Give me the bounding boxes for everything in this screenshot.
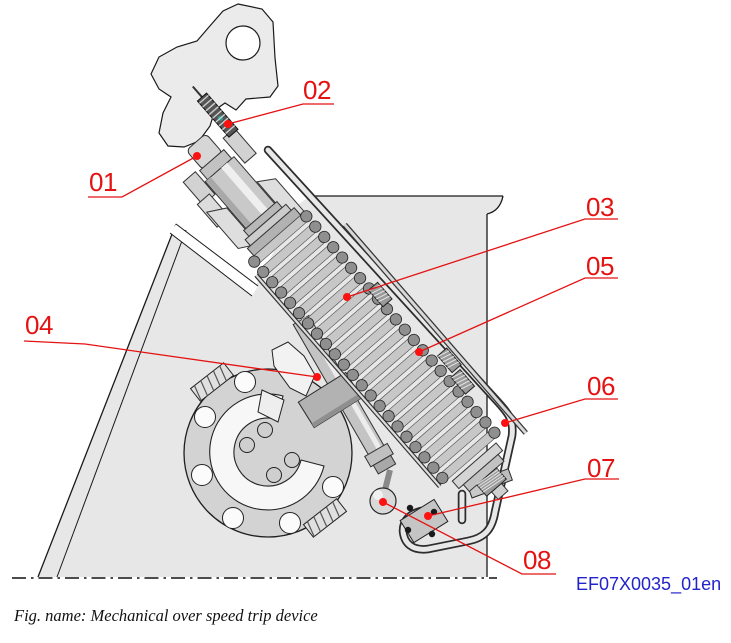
pipe-fitting-block — [399, 498, 449, 544]
leader-line-07 — [427, 478, 619, 517]
plate-left-edge-outer — [37, 223, 177, 578]
plate-top-edge-line2 — [169, 232, 253, 297]
disc-cam-slot — [209, 393, 325, 511]
leader-dot-05 — [415, 348, 423, 356]
coil-bead — [461, 395, 474, 408]
coil-bead — [275, 286, 288, 299]
coil-bead — [400, 430, 413, 443]
disc-bolt-holes — [191, 371, 344, 534]
callout-label-05: 05 — [586, 251, 614, 281]
coil-bead — [391, 420, 404, 433]
coil-bead — [257, 265, 270, 279]
disc-clamp-tab-lower — [302, 498, 348, 538]
coil-spring — [248, 210, 501, 485]
barrel-shade — [206, 177, 253, 230]
leader-line-04 — [23, 340, 318, 378]
coil-bead — [418, 451, 431, 464]
coil-bead — [479, 416, 492, 429]
top-bracket — [150, 3, 279, 148]
leader-dot-01 — [193, 152, 201, 160]
tie-rods — [254, 222, 528, 489]
coil-bead — [248, 255, 261, 268]
coil-bead — [283, 296, 297, 309]
callout-label-03: 03 — [586, 192, 614, 222]
plate-left-edge-inner — [56, 229, 187, 578]
coil-bead — [301, 317, 315, 330]
coil-bead — [319, 337, 333, 351]
cam-disc — [183, 362, 353, 538]
leader-dot-08 — [379, 498, 387, 506]
figure-caption: Fig. name: Mechanical over speed trip de… — [13, 606, 318, 625]
coil-bead — [336, 251, 349, 264]
fitting-bolt — [428, 530, 436, 538]
callout-labels: 01 02 03 04 05 06 07 08 — [25, 75, 615, 575]
lever-plate-lower — [257, 389, 285, 423]
coil-bead — [436, 471, 449, 485]
leader-line-03 — [346, 218, 618, 298]
leader-line-08 — [382, 501, 556, 575]
fitting-bolt — [404, 526, 412, 534]
bracket-body — [150, 3, 279, 148]
coil-bead — [346, 368, 359, 382]
coil-bead — [434, 364, 447, 377]
coil-bead — [389, 313, 402, 326]
coil-bead — [407, 333, 420, 347]
coil-bead — [318, 230, 331, 244]
bracket-hole — [225, 25, 261, 61]
coil-bead — [382, 410, 395, 423]
leader-line-06 — [504, 398, 618, 424]
coil-bead — [300, 210, 313, 223]
lever-plate-upper — [271, 341, 316, 397]
coil-bead — [427, 461, 440, 474]
coil-bead — [488, 426, 501, 439]
coil-bead — [355, 379, 368, 392]
coil-bead — [292, 307, 306, 320]
leader-line-01 — [88, 155, 198, 198]
spring-spindle-assembly — [182, 85, 528, 501]
leader-dot-03 — [343, 293, 351, 301]
coil-bead — [310, 327, 324, 340]
coil-bead — [398, 323, 411, 336]
callout-label-01: 01 — [89, 167, 117, 197]
coil-bead — [409, 440, 422, 454]
coil-bead — [425, 354, 438, 367]
leader-dot-07 — [424, 512, 432, 520]
barrel-highlight — [221, 162, 270, 217]
callout-leaders — [23, 103, 619, 575]
trip-lever — [257, 341, 316, 423]
coil-bead — [328, 348, 341, 361]
disc-center-holes — [239, 422, 300, 483]
plate-top-edge-face — [170, 224, 258, 296]
drawing-code: EF07X0035_01en — [576, 574, 721, 595]
coil-bead — [345, 261, 358, 274]
callout-label-04: 04 — [25, 310, 53, 340]
ball-highlight — [373, 490, 383, 500]
leader-dot-04 — [313, 373, 321, 381]
fitting-bolt — [406, 504, 414, 512]
coil-bead — [337, 358, 350, 371]
disc-clamp-tab-upper — [189, 362, 235, 402]
callout-label-07: 07 — [587, 453, 615, 483]
leader-dot-02 — [224, 120, 232, 128]
coil-bead — [309, 220, 322, 233]
plate-top-edge-line1 — [175, 223, 259, 287]
coil-bead — [266, 276, 279, 289]
coil-bead — [353, 272, 367, 285]
coil-bead — [327, 241, 340, 254]
callout-label-02: 02 — [303, 75, 331, 105]
rod-nut-2 — [372, 454, 397, 475]
panel-corner-fillet — [486, 195, 504, 215]
coil-bead — [470, 405, 483, 419]
leader-line-05 — [418, 277, 618, 353]
coil-bead — [373, 399, 386, 412]
coil-bead — [364, 389, 377, 402]
callout-label-08: 08 — [523, 545, 551, 575]
leader-dot-06 — [501, 419, 509, 427]
callout-label-06: 06 — [587, 371, 615, 401]
leader-line-02 — [227, 103, 334, 125]
